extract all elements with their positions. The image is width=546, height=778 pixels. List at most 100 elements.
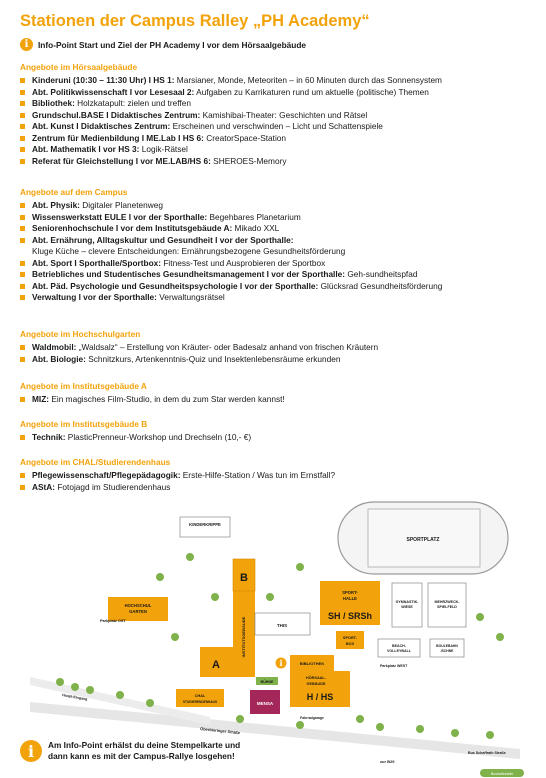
item-text: Betriebliches und Studentisches Gesundhe…	[32, 269, 417, 281]
map-label-buehne: BÜHNE	[261, 679, 274, 684]
building-a	[200, 647, 233, 677]
list-item: Abt. Biologie: Schnitzkurs, Artenkenntni…	[20, 354, 378, 366]
map-label-zur-b29: zur B29	[380, 759, 395, 764]
item-text: Waldmobil: „Waldsalz“ – Erstellung von K…	[32, 342, 378, 354]
list-item: Abt. Politikwissenschaft I vor Lesesaal …	[20, 87, 442, 99]
item-text: Abt. Päd. Psychologie und Gesundheitspsy…	[32, 281, 442, 293]
bullet-icon	[20, 101, 25, 106]
bullet-icon	[20, 78, 25, 83]
item-title: Abt. Päd. Psychologie und Gesundheitspsy…	[32, 280, 319, 291]
map-label-hoersaal-1: HÖRSAAL-	[306, 675, 327, 680]
item-text: Abt. Sport I Sporthalle/Sportbox: Fitnes…	[32, 258, 325, 270]
item-title: Abt. Politikwissenschaft I vor Lesesaal …	[32, 86, 195, 97]
section-heading: Angebote im Hochschulgarten	[20, 329, 141, 339]
bullet-icon	[20, 147, 25, 152]
bullet-icon	[20, 260, 25, 266]
section-heading: Angebote auf dem Campus	[20, 187, 128, 197]
map-label-beach-2: VOLLEYBALL	[387, 649, 412, 653]
item-description: PlasticPrenneur-Workshop und Drechseln (…	[65, 432, 252, 442]
footer-note: i Am Info-Point erhälst du deine Stempel…	[20, 740, 240, 762]
map-label-hochschulgarten-1: HOCHSCHUL	[125, 603, 152, 608]
bullet-icon	[20, 237, 25, 243]
section-heading: Angebote im Institutsgebäude B	[20, 419, 148, 429]
item-description: Fotojagd im Studierendenhaus	[55, 481, 171, 492]
footer-line-1: Am Info-Point erhälst du deine Stempelka…	[48, 740, 241, 750]
item-title: Zentrum für Medienbildung I ME.Lab I HS …	[32, 132, 204, 143]
item-text: Abt. Mathematik I vor HS 3: Logik-Rätsel	[32, 144, 188, 156]
map-label-sportplatz: SPORTPLATZ	[407, 537, 440, 543]
list-item: Grundschul.BASE I Didaktisches Zentrum: …	[20, 110, 442, 122]
item-description: Aufgaben zu Karrikaturen rund um aktuell…	[194, 86, 429, 97]
item-description: Begehbares Planetarium	[207, 211, 301, 222]
item-description: Verwaltungsrätsel	[156, 292, 225, 302]
list-item: Pflegewissenschaft/Pflegepädagogik: Erst…	[20, 470, 335, 482]
list-item: Kinderuni (10:30 – 11:30 Uhr) I HS 1: Ma…	[20, 75, 442, 87]
map-info-glyph: i	[279, 658, 282, 668]
item-text: Referat für Gleichstellung I vor ME.LAB/…	[32, 156, 286, 168]
map-label-chal-1: CHAL	[195, 694, 206, 698]
bullet-icon	[20, 397, 25, 402]
building-hoersaal	[290, 671, 350, 707]
item-title: Bibliothek:	[32, 98, 75, 108]
building-bibliothek	[290, 655, 334, 671]
item-description: Erscheinen und verschwinden – Licht und …	[170, 121, 383, 131]
map-label-parkplatz-west: Parkplatz WEST	[380, 664, 408, 668]
item-description: Glücksrad Gesundheitsförderung	[318, 280, 443, 291]
item-text: Zentrum für Medienbildung I ME.Lab I HS …	[32, 133, 286, 145]
map-label-a: A	[212, 659, 220, 671]
list-item: Waldmobil: „Waldsalz“ – Erstellung von K…	[20, 342, 378, 354]
map-label-haltestelle: Bushaltestelle	[491, 772, 513, 776]
item-text: Bibliothek: Holzkatapult: zielen und tre…	[32, 98, 191, 110]
field-mehrzweck	[427, 582, 467, 628]
map-label-boule-2: /SCHNE	[441, 649, 455, 653]
item-title: Betriebliches und Studentisches Gesundhe…	[32, 269, 346, 279]
bullet-icon	[20, 203, 25, 208]
page-title: Stationen der Campus Ralley „PH Academy“	[20, 12, 370, 30]
bullet-icon	[20, 135, 25, 141]
bullet-icon	[20, 283, 25, 289]
item-description: Geh-sundheitspfad	[345, 269, 418, 279]
list-item: Wissenswerkstatt EULE I vor der Sporthal…	[20, 212, 442, 224]
item-text: Verwaltung I vor der Sporthalle: Verwalt…	[32, 292, 225, 304]
item-text: Kinderuni (10:30 – 11:30 Uhr) I HS 1: Ma…	[32, 75, 442, 87]
list-item: Verwaltung I vor der Sporthalle: Verwalt…	[20, 292, 442, 304]
item-title: AStA:	[32, 481, 56, 492]
building-kinderkrippe	[179, 516, 231, 538]
item-title: Pflegewissenschaft/Pflegepädagogik:	[32, 470, 181, 480]
bullet-icon	[20, 158, 25, 164]
list-item: MIZ: Ein magisches Film-Studio, in dem d…	[20, 394, 285, 406]
item-description: Kamishibai-Theater: Geschichten und Räts…	[200, 109, 368, 120]
bullet-icon	[20, 124, 25, 129]
map-label-sportbox-1: SPORT-	[343, 636, 358, 640]
map-label-mensa: MENSA	[257, 701, 274, 706]
item-text: Abt. Ernährung, Alltagskultur und Gesund…	[32, 235, 294, 247]
item-text: Abt. Politikwissenschaft I vor Lesesaal …	[32, 87, 429, 99]
item-text: Abt. Biologie: Schnitzkurs, Artenkenntni…	[32, 354, 341, 366]
list-item: Referat für Gleichstellung I vor ME.LAB/…	[20, 156, 442, 168]
section-heading: Angebote im Hörsaalgebäude	[20, 62, 138, 72]
list-item: Betriebliches und Studentisches Gesundhe…	[20, 269, 442, 281]
info-point-text: Info-Point Start und Ziel der PH Academy…	[38, 39, 307, 50]
item-description: Ein magisches Film-Studio, in dem du zum…	[49, 394, 285, 404]
list-item: Abt. Kunst I Didaktisches Zentrum: Ersch…	[20, 121, 442, 133]
bullet-icon	[20, 272, 25, 277]
item-description: „Waldsalz“ – Erstellung von Kräuter- ode…	[76, 342, 379, 352]
map-label-gymnastik-2: WIESE	[401, 605, 413, 609]
map-label-kinderkrippe: KINDERKRIPPE	[189, 522, 221, 527]
bullet-icon	[20, 345, 25, 350]
field-boule	[429, 638, 465, 658]
map-label-sportbox-2: BOX	[346, 642, 355, 646]
list-item: Abt. Sport I Sporthalle/Sportbox: Fitnes…	[20, 258, 442, 270]
item-description: Marsianer, Monde, Meteoriten – in 60 Min…	[174, 75, 442, 85]
bullet-icon	[20, 435, 25, 440]
list-item: AStA: Fotojagd im Studierendenhaus	[20, 482, 335, 494]
map-label-institutsgebaeude: INSTITUTSGEBÄUDE	[241, 616, 246, 657]
item-text: MIZ: Ein magisches Film-Studio, in dem d…	[32, 394, 285, 406]
item-text: Pflegewissenschaft/Pflegepädagogik: Erst…	[32, 470, 335, 482]
map-label-sporthalle-2: HALLE	[343, 596, 357, 601]
item-title: Abt. Biologie:	[32, 353, 86, 364]
